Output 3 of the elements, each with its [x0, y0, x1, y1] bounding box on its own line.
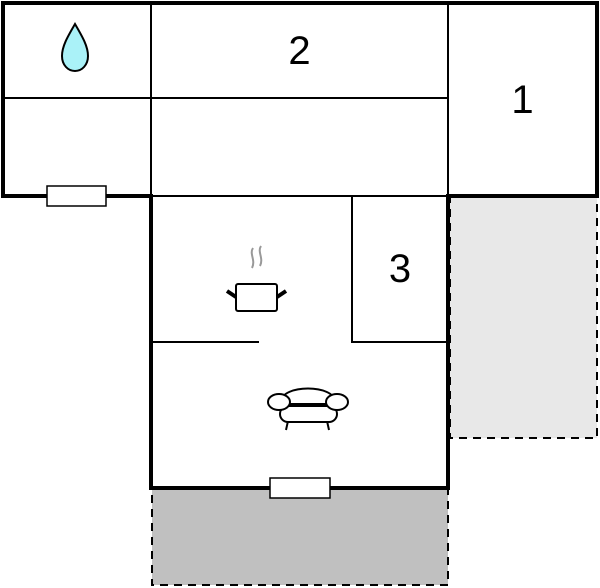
room-number: 3: [388, 249, 412, 289]
room-number: 1: [511, 80, 534, 120]
room-number: 2: [288, 31, 311, 71]
